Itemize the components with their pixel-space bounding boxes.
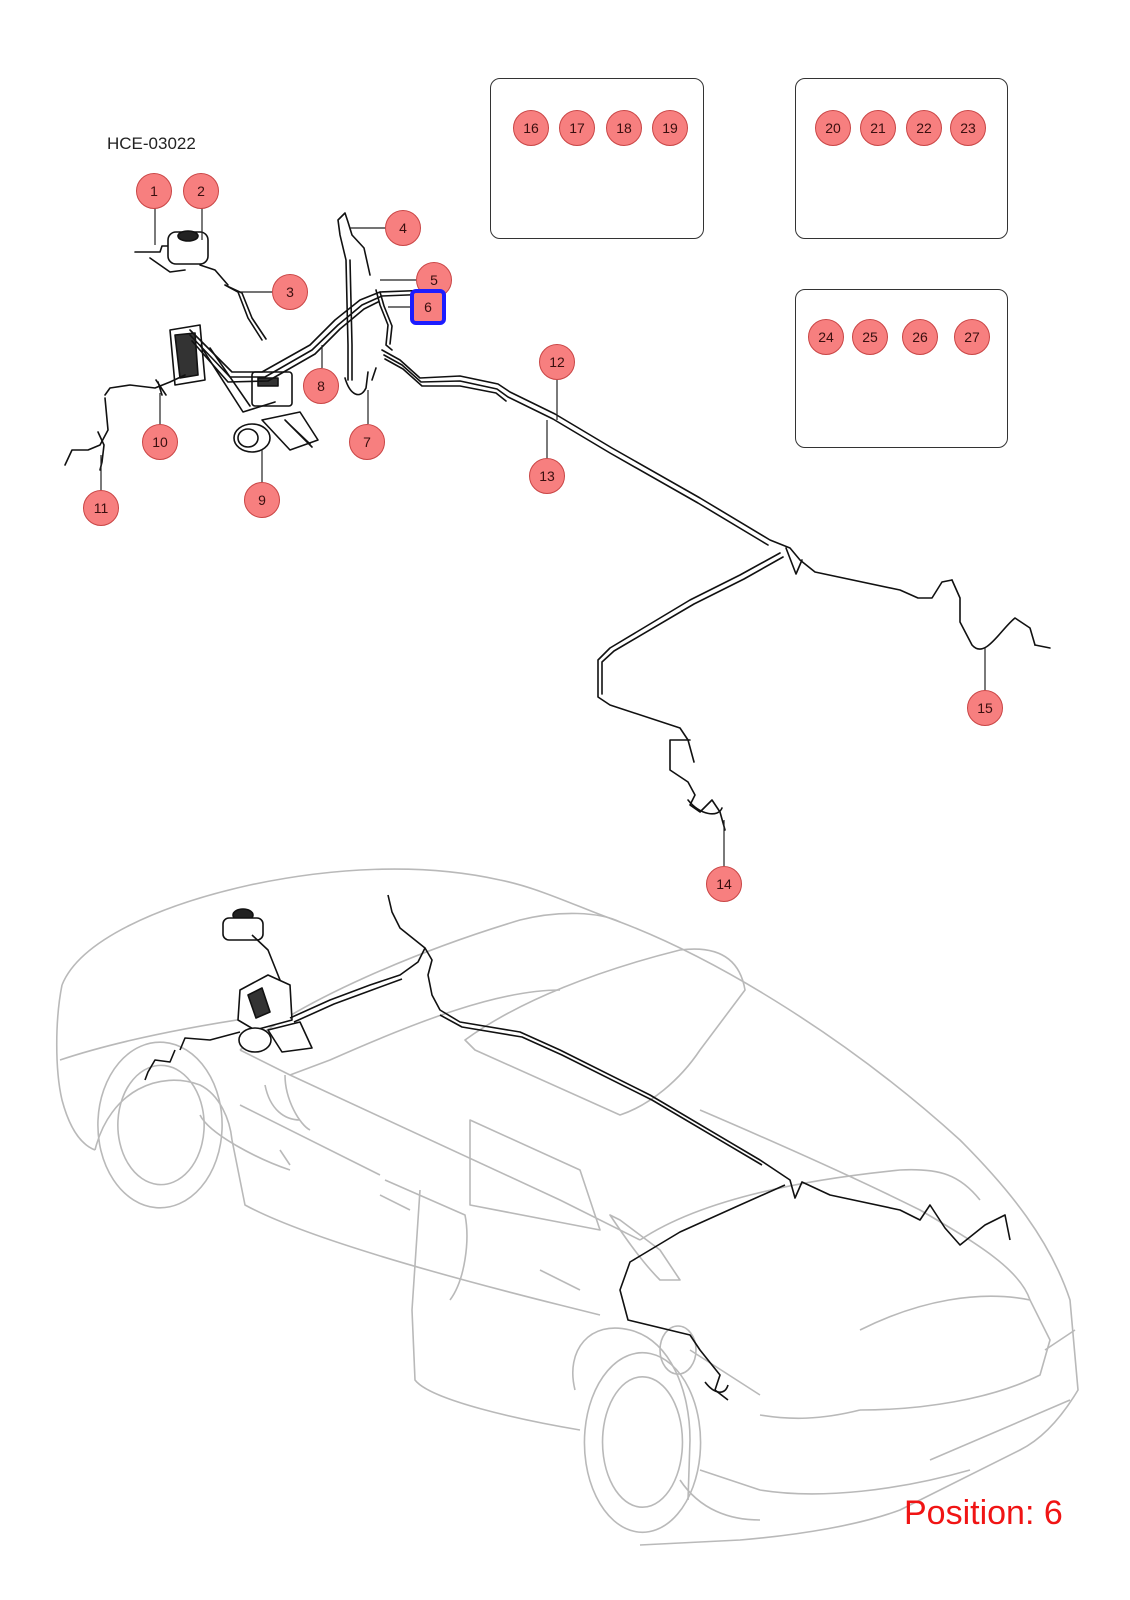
- callout-2[interactable]: 2: [183, 173, 219, 209]
- callout-23[interactable]: 23: [950, 110, 986, 146]
- inset-box-clips: [490, 78, 704, 239]
- callout-12[interactable]: 12: [539, 344, 575, 380]
- callout-9[interactable]: 9: [244, 482, 280, 518]
- diagram-code: HCE-03022: [107, 134, 196, 153]
- callout-3[interactable]: 3: [272, 274, 308, 310]
- callout-21[interactable]: 21: [860, 110, 896, 146]
- callout-6-selected[interactable]: 6: [410, 289, 446, 325]
- callout-4[interactable]: 4: [385, 210, 421, 246]
- callout-15[interactable]: 15: [967, 690, 1003, 726]
- callout-22[interactable]: 22: [906, 110, 942, 146]
- inset-box-brackets: [795, 289, 1008, 448]
- callout-7[interactable]: 7: [349, 424, 385, 460]
- callout-10[interactable]: 10: [142, 424, 178, 460]
- callout-11[interactable]: 11: [83, 490, 119, 526]
- position-label: Position: 6: [904, 1494, 1063, 1532]
- callout-1[interactable]: 1: [136, 173, 172, 209]
- callout-13[interactable]: 13: [529, 458, 565, 494]
- callout-17[interactable]: 17: [559, 110, 595, 146]
- callout-14[interactable]: 14: [706, 866, 742, 902]
- leader-lines: [100, 205, 986, 866]
- callout-8[interactable]: 8: [303, 368, 339, 404]
- callout-26[interactable]: 26: [902, 319, 938, 355]
- callout-18[interactable]: 18: [606, 110, 642, 146]
- callout-19[interactable]: 19: [652, 110, 688, 146]
- callout-24[interactable]: 24: [808, 319, 844, 355]
- car-outline: [55, 868, 1079, 1546]
- brake-line-assembly: [64, 212, 1051, 831]
- inset-box-fasteners: [795, 78, 1008, 239]
- callout-27[interactable]: 27: [954, 319, 990, 355]
- callout-20[interactable]: 20: [815, 110, 851, 146]
- car-brake-lines: [144, 894, 1011, 1401]
- callout-25[interactable]: 25: [852, 319, 888, 355]
- callout-16[interactable]: 16: [513, 110, 549, 146]
